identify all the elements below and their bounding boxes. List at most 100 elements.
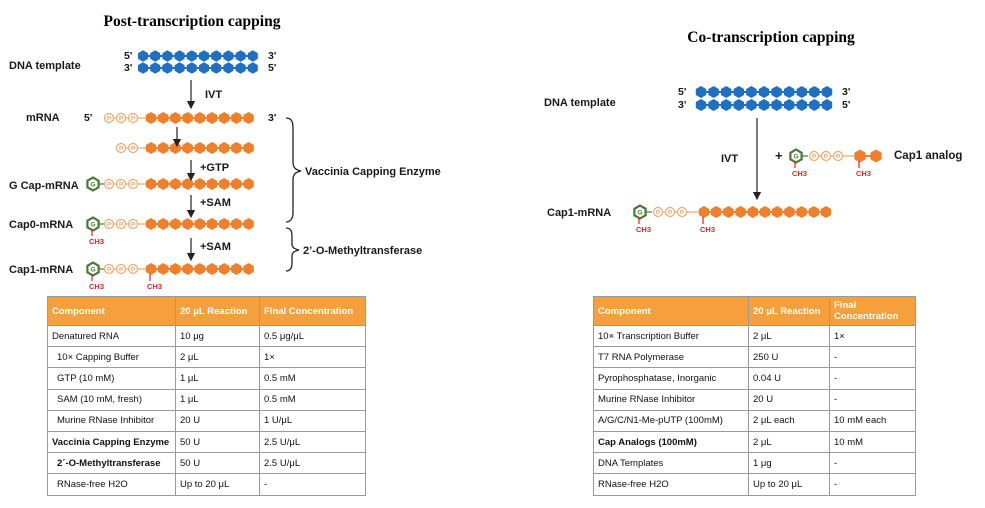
phosphate-icon: [832, 150, 844, 162]
cell: -: [829, 346, 916, 369]
phosphate-letter: P: [119, 145, 124, 152]
methyl-group-label: CH3: [89, 282, 104, 291]
cell: 250 U: [748, 346, 830, 369]
phosphate-letter: P: [131, 266, 136, 273]
cell: A/G/C/N1-Me-pUTP (100mM): [593, 409, 749, 432]
nucleotide-hexagon: [821, 99, 833, 111]
left-sam1-label: +SAM: [200, 197, 231, 209]
cell: 1 μL: [175, 388, 260, 411]
left-cap1-mrna-label: Cap1-mRNA: [9, 264, 73, 276]
nucleotide-hexagon: [223, 62, 234, 74]
nucleotide-hexagon: [721, 99, 732, 111]
table-header-row: Component 20 μL Reaction Final Concentra…: [593, 296, 916, 326]
header-component: Component: [593, 296, 749, 326]
cell: Up to 20 μL: [748, 473, 830, 496]
nucleotide-hexagon: [219, 263, 230, 275]
nucleotide-hexagon: [182, 142, 193, 154]
nucleotide-hexagon: [206, 142, 218, 154]
nucleotide-hexagon: [194, 112, 205, 124]
methyltransferase-brace: [285, 227, 300, 272]
cell: 0.04 U: [748, 367, 830, 390]
nucleotide-hexagon: [243, 218, 254, 230]
methyl-group-label: CH3: [700, 225, 715, 234]
nucleotide-hexagon: [711, 206, 722, 218]
nucleotide-hexagon: [145, 178, 157, 190]
nucleotide-hexagon: [170, 263, 181, 275]
nucleotide-hexagon: [747, 206, 758, 218]
cell: 2´-O-Methyltransferase: [47, 452, 176, 475]
nucleotide-hexagon: [784, 86, 795, 98]
phosphate-letter: P: [107, 221, 112, 228]
phosphate-letter: P: [680, 209, 685, 216]
cell: Cap Analogs (100mM): [593, 430, 749, 454]
cell: SAM (10 mM, fresh): [47, 388, 176, 411]
nucleotide-hexagon: [162, 50, 173, 62]
nucleotide-hexagon: [223, 50, 234, 62]
guanosine-icon: [86, 261, 100, 277]
nucleotide-hexagon: [695, 99, 707, 111]
guanosine-letter: G: [637, 210, 642, 217]
nucleotide-hexagon: [808, 206, 819, 218]
phosphate-letter: P: [131, 221, 136, 228]
right-dna-bottom-3prime: 3': [678, 99, 686, 111]
cell: 1 μL: [175, 367, 260, 390]
nucleotide-hexagon: [721, 86, 732, 98]
nucleotide-hexagon: [758, 86, 770, 98]
header-final-concentration: Final Concentration: [829, 296, 916, 326]
nucleotide-hexagon: [231, 178, 242, 190]
methyltransferase-label: 2’-O-Methyltransferase: [303, 245, 422, 257]
nucleotide-hexagon: [182, 218, 193, 230]
cell: 20 U: [175, 409, 260, 432]
cell: 2.5 U/μL: [259, 452, 366, 475]
nucleotide-hexagon: [231, 218, 242, 230]
left-sam2-label: +SAM: [200, 241, 231, 253]
methyl-group-label: CH3: [792, 169, 807, 178]
nucleotide-hexagon: [194, 178, 205, 190]
nucleotide-hexagon: [235, 50, 246, 62]
nucleotide-hexagon: [194, 218, 205, 230]
cell: 2 μL: [748, 324, 830, 348]
nucleotide-hexagon: [723, 206, 734, 218]
nucleotide-hexagon: [784, 206, 795, 218]
left-mrna-3prime: 3': [268, 112, 276, 124]
nucleotide-hexagon: [821, 86, 833, 98]
cell: 1×: [829, 324, 916, 348]
cell: 0.5 mM: [259, 388, 366, 411]
nucleotide-hexagon: [145, 142, 157, 154]
nucleotide-hexagon: [158, 178, 169, 190]
guanosine-letter: G: [793, 154, 798, 161]
phosphate-letter: P: [107, 115, 112, 122]
nucleotide-hexagon: [870, 149, 882, 163]
nucleotide-hexagon: [150, 50, 161, 62]
phosphate-letter: P: [668, 209, 673, 216]
nucleotide-hexagon: [206, 178, 218, 190]
cell: 2 μL: [175, 346, 260, 369]
nucleotide-hexagon: [231, 142, 242, 154]
right-dna-bottom-5prime: 5': [842, 99, 850, 111]
guanosine-icon: [633, 204, 647, 220]
left-cap0-mrna-label: Cap0-mRNA: [9, 219, 73, 231]
phosphate-letter: P: [131, 145, 136, 152]
right-dna-double-strand: [695, 86, 833, 111]
phosphate-letter: P: [107, 266, 112, 273]
cell: GTP (10 mM): [47, 367, 176, 390]
cell: 10× Transcription Buffer: [593, 324, 749, 348]
nucleotide-hexagon: [735, 206, 746, 218]
left-mrna-label: mRNA: [26, 112, 60, 124]
nucleotide-hexagon: [854, 149, 866, 163]
nucleotide-hexagon: [194, 142, 205, 154]
cell: 10 mM: [829, 430, 916, 454]
left-mrna-5prime: 5': [84, 112, 92, 124]
methyl-group-label: CH3: [856, 169, 871, 178]
nucleotide-hexagon: [145, 112, 157, 124]
nucleotide-hexagon: [170, 142, 181, 154]
cell: 50 U: [175, 430, 260, 454]
